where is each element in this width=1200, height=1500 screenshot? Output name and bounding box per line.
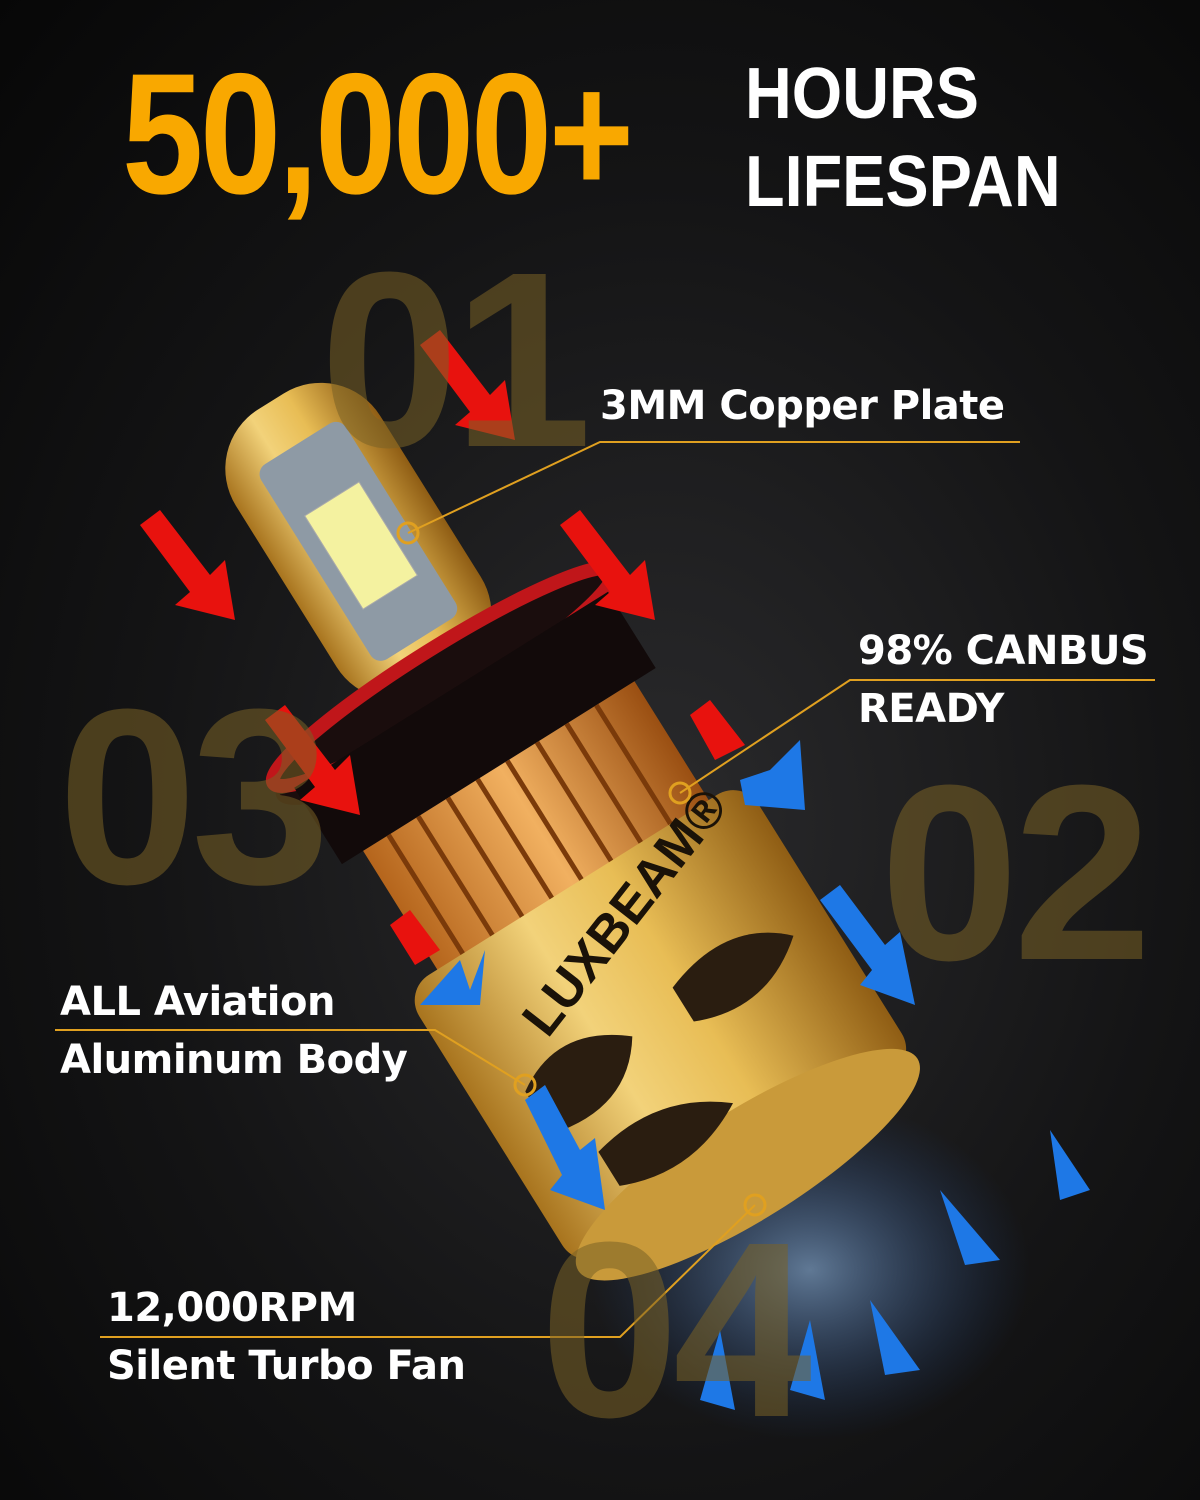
fan-housing-end: [575, 1048, 920, 1281]
vent-hole: [672, 932, 794, 1022]
heat-arrow-icon: [690, 700, 745, 760]
heat-arrow-icon: [140, 510, 235, 620]
vent-hole: [598, 1101, 734, 1186]
callout-dot: [396, 521, 420, 545]
cooling-arrow-icon: [740, 740, 805, 810]
heatsink-fins: [363, 681, 730, 1004]
cooling-arrow-icon: [525, 1085, 605, 1210]
feature-label-copper-plate: 3MM Copper Plate: [600, 383, 1005, 429]
heat-arrow-icon: [560, 510, 655, 620]
headline-hours: HOURS: [745, 54, 980, 134]
heat-arrow-icons: [140, 330, 745, 965]
callout-dot: [513, 1073, 537, 1097]
lifespan-number: 50,000+: [122, 38, 634, 230]
leader-line: [55, 1029, 526, 1086]
feature-index-03: 03: [58, 657, 330, 936]
cooling-arrow-icon: [820, 885, 915, 1005]
heat-arrow-icon: [265, 705, 360, 815]
headline-lifespan: LIFESPAN: [745, 142, 1061, 222]
heat-arrow-icon: [390, 910, 440, 965]
feature-index-02: 02: [880, 733, 1152, 1012]
leader-line: [100, 1204, 756, 1338]
feature-label-aluminum: ALL Aviation: [60, 979, 335, 1025]
cooling-arrow-icon: [420, 950, 485, 1005]
feature-index-01: 01: [320, 220, 592, 499]
callout-dot: [743, 1193, 767, 1217]
feature-label-aluminum-2: Aluminum Body: [60, 1037, 408, 1083]
feature-label-canbus: 98% CANBUS: [858, 628, 1149, 674]
leader-line: [407, 441, 1020, 534]
leader-lines: [55, 441, 1155, 1338]
heat-arrow-icon: [420, 330, 515, 440]
cooling-arrow-icon: [940, 1190, 1000, 1265]
led-chip: [304, 481, 418, 610]
feature-index-04: 04: [540, 1190, 812, 1469]
cooling-arrow-icon: [1050, 1130, 1090, 1200]
feature-label-fan: 12,000RPM: [107, 1285, 357, 1331]
cooling-arrow-icon: [870, 1300, 920, 1375]
leader-line: [679, 679, 1155, 794]
cooling-arrow-icons: [420, 740, 1090, 1410]
callout-dot: [668, 781, 692, 805]
cooling-arrow-icon: [700, 1330, 735, 1410]
feature-label-canbus-2: READY: [858, 686, 1004, 732]
base-collar: [294, 591, 656, 865]
feature-label-fan-2: Silent Turbo Fan: [107, 1343, 466, 1389]
cooling-arrow-icon: [790, 1320, 825, 1400]
bulb: LUXBEAM®: [225, 382, 920, 1281]
